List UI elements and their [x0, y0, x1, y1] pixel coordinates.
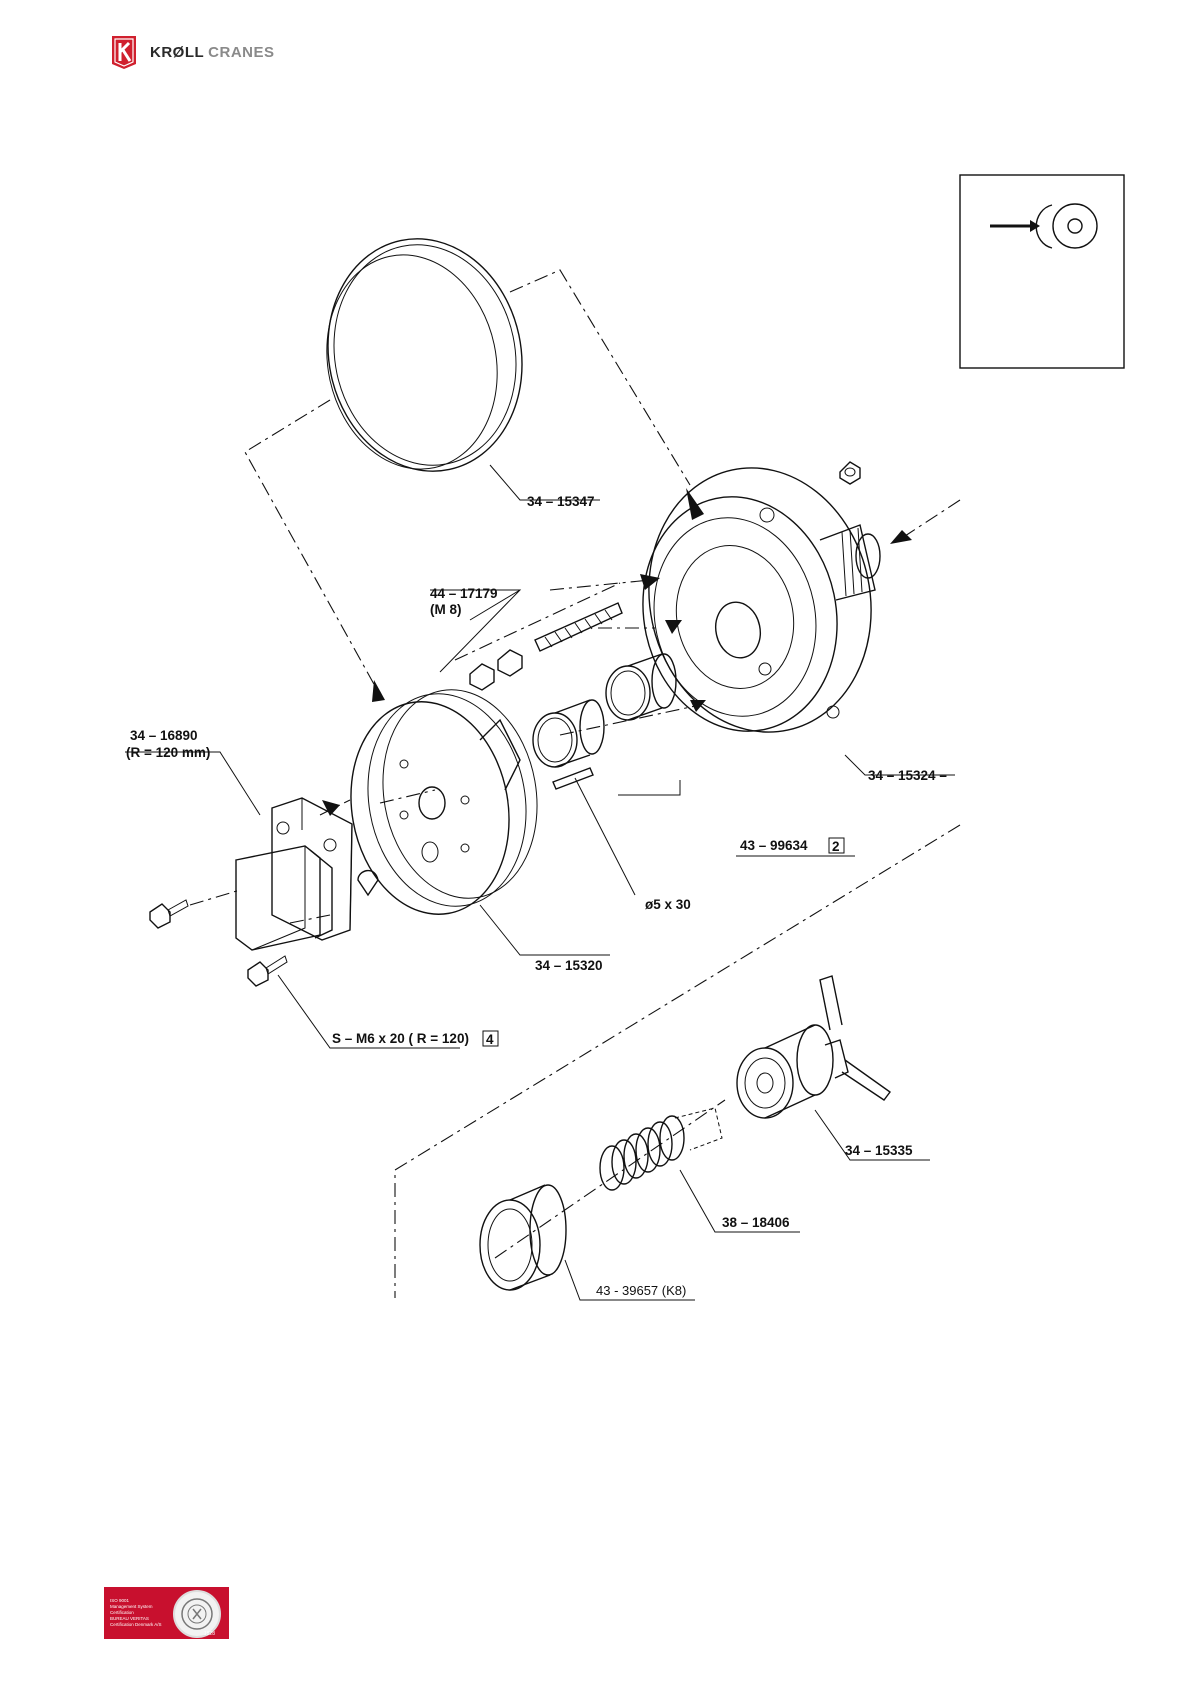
handle-part [737, 976, 930, 1160]
label-screw: S – M6 x 20 ( R = 120) [332, 1031, 469, 1046]
pin-part [553, 768, 635, 895]
label-hub: 34 – 15324 – [868, 768, 947, 783]
cert-year: 1828 [204, 1631, 215, 1637]
label-handle: 34 – 15335 [845, 1143, 913, 1158]
label-spring: 38 – 18406 [722, 1215, 790, 1230]
label-stud: 44 – 17179 [430, 586, 498, 601]
brake-ring-part [307, 221, 600, 500]
assembly-arrows [322, 488, 912, 816]
hub-flange-part [622, 447, 955, 775]
label-pin: ø5 x 30 [645, 897, 691, 912]
part-labels: 34 – 15347 44 – 17179 (M 8) 34 – 16890 (… [126, 494, 947, 1298]
cert-text: ISO 9001 Management System Certification… [110, 1598, 172, 1628]
cert-line-2: Management System Certification [110, 1604, 172, 1616]
label-bushing-qty: 2 [832, 839, 840, 854]
certification-badge: ISO 9001 Management System Certification… [104, 1587, 229, 1639]
label-cap: 43 - 39657 (K8) [596, 1283, 686, 1298]
label-ring: 34 – 15347 [527, 494, 595, 509]
spring-part [600, 1108, 800, 1232]
label-bushing: 43 – 99634 [740, 838, 808, 853]
label-shoe-radius: (R = 120 mm) [126, 745, 210, 760]
label-stud-thread: (M 8) [430, 602, 462, 617]
brake-shoe-part [125, 752, 378, 950]
cert-line-4: Certification Denmark A/S [110, 1622, 172, 1628]
label-shoe: 34 – 16890 [130, 728, 198, 743]
label-disc: 34 – 15320 [535, 958, 603, 973]
orientation-inset [960, 175, 1124, 368]
label-screw-qty: 4 [486, 1032, 494, 1047]
